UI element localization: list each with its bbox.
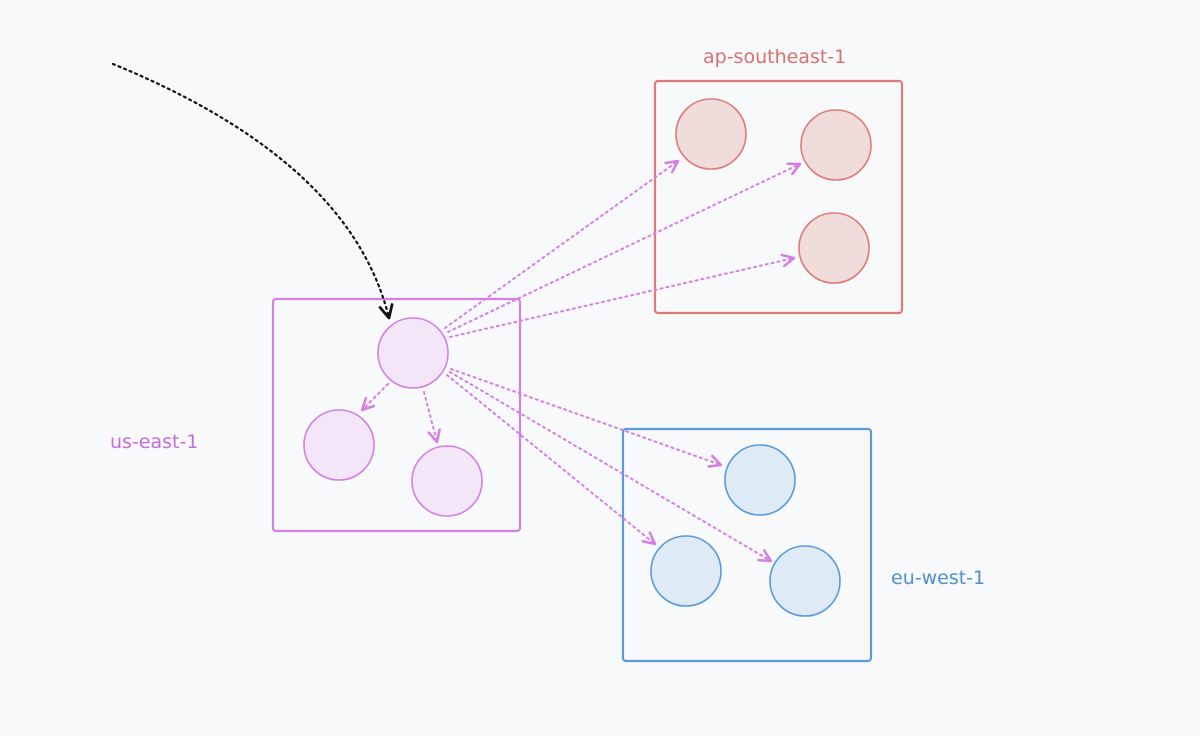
- eu-west-node: [650, 535, 722, 607]
- eu-west-node: [724, 444, 796, 516]
- us-east-node: [303, 409, 375, 481]
- us-east-primary-node: [377, 317, 449, 389]
- region-label-us-east-1: us-east-1: [110, 431, 199, 453]
- ap-southeast-node: [800, 109, 872, 181]
- incoming-request-arrow: [111, 62, 394, 320]
- ap-southeast-node: [798, 212, 870, 284]
- arrow-to-ap-node-1: [444, 159, 680, 329]
- arrow-to-eu-node-3: [446, 374, 657, 546]
- arrow-to-eu-node-2: [449, 371, 773, 563]
- arrow-to-us-node-3: [423, 391, 441, 444]
- arrow-to-ap-node-3: [449, 253, 796, 338]
- region-box-us-east-1: [271, 297, 522, 533]
- arrow-to-eu-node-1: [450, 368, 723, 468]
- region-box-eu-west-1: [621, 427, 873, 663]
- arrow-to-us-node-2: [360, 383, 389, 412]
- replication-arrows: [360, 159, 802, 563]
- region-label-eu-west-1: eu-west-1: [891, 567, 986, 589]
- region-box-ap-southeast-1: [653, 79, 904, 315]
- eu-west-node: [769, 545, 841, 617]
- region-label-ap-southeast-1: ap-southeast-1: [703, 46, 847, 68]
- ap-southeast-node: [675, 98, 747, 170]
- us-east-node: [411, 445, 483, 517]
- arrow-to-ap-node-2: [447, 162, 802, 333]
